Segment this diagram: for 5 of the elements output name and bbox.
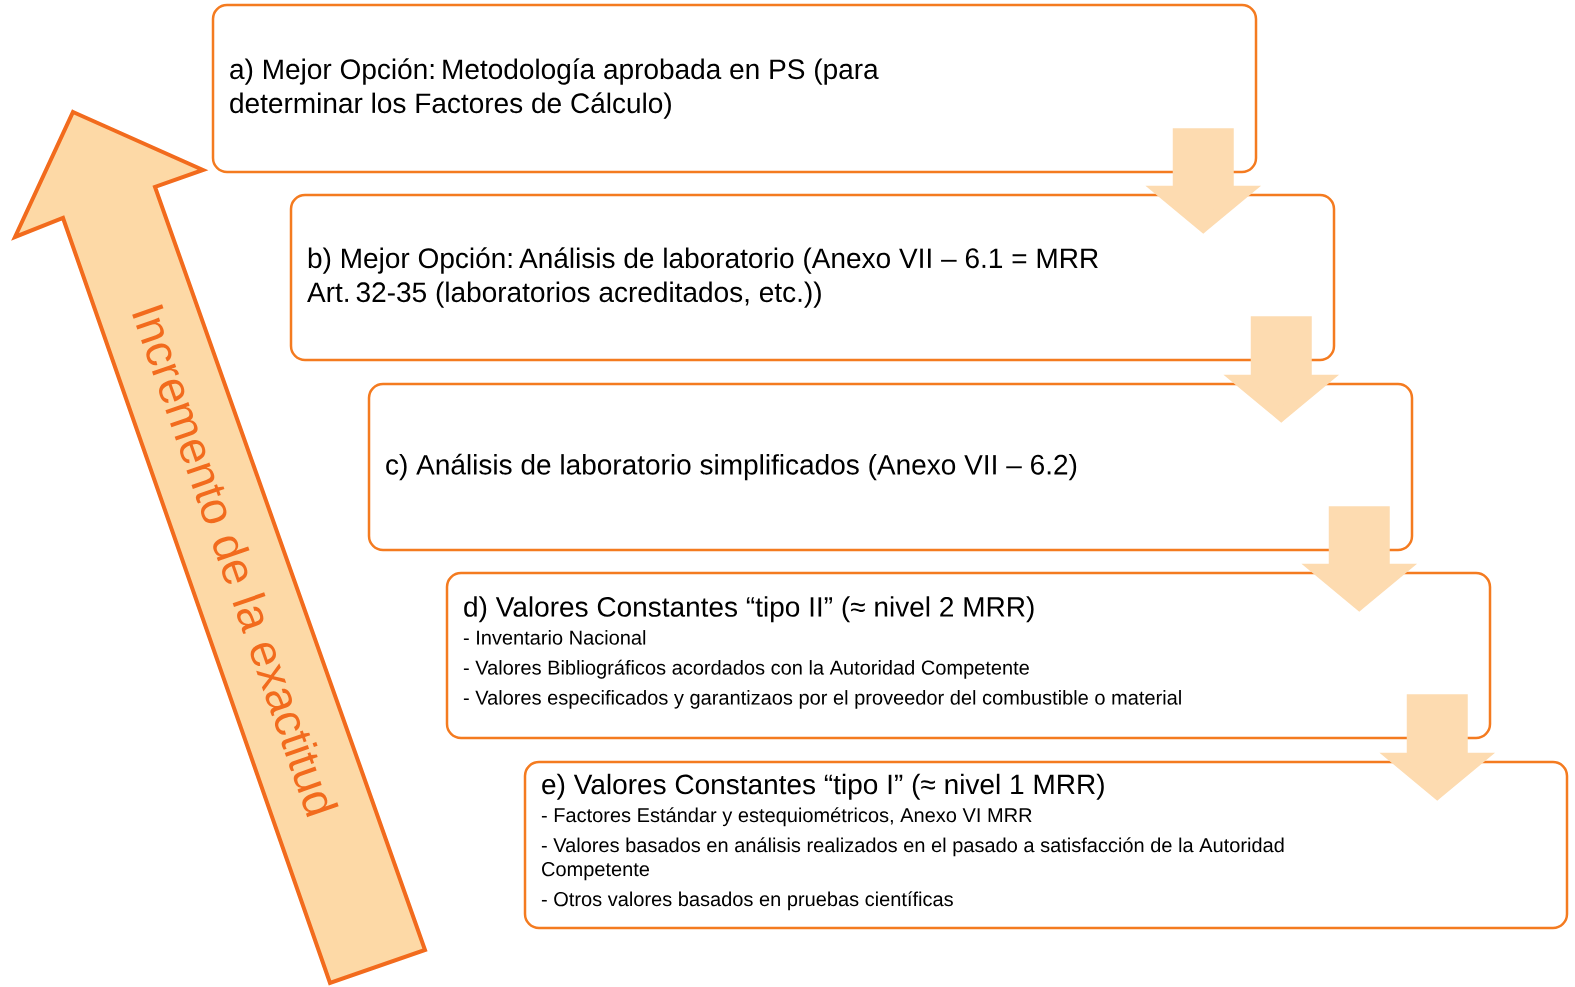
step-box: b) Mejor Opción: Análisis de laboratorio (Anexo VII – 6.1 = MRR Art. 32-35 (laboratorios acreditados, etc.))	[289, 193, 1336, 362]
step-box: c) Análisis de laboratorio simplificados (Anexo VII – 6.2)	[367, 382, 1414, 552]
step-box: e) Valores Constantes “tipo I” (≈ nivel 1 MRR) - Factores Estándar y estequiométricos, Anexo VI MRR - Valores basados en análisis realizados en el pasado a satisfacción de la Autoridad Competente - Otros valores basados en pruebas científicas	[523, 760, 1569, 930]
step-box: d) Valores Constantes “tipo II” (≈ nivel 2 MRR) - Inventario Nacional - Valores Bibliográficos acordados con la Autoridad Competente - Valores especificados y garantizaos por el proveedor del combustible o material	[445, 571, 1492, 740]
step-box: a) Mejor Opción: Metodología aprobada en PS (para determinar los Factores de Cálculo)	[211, 3, 1258, 174]
